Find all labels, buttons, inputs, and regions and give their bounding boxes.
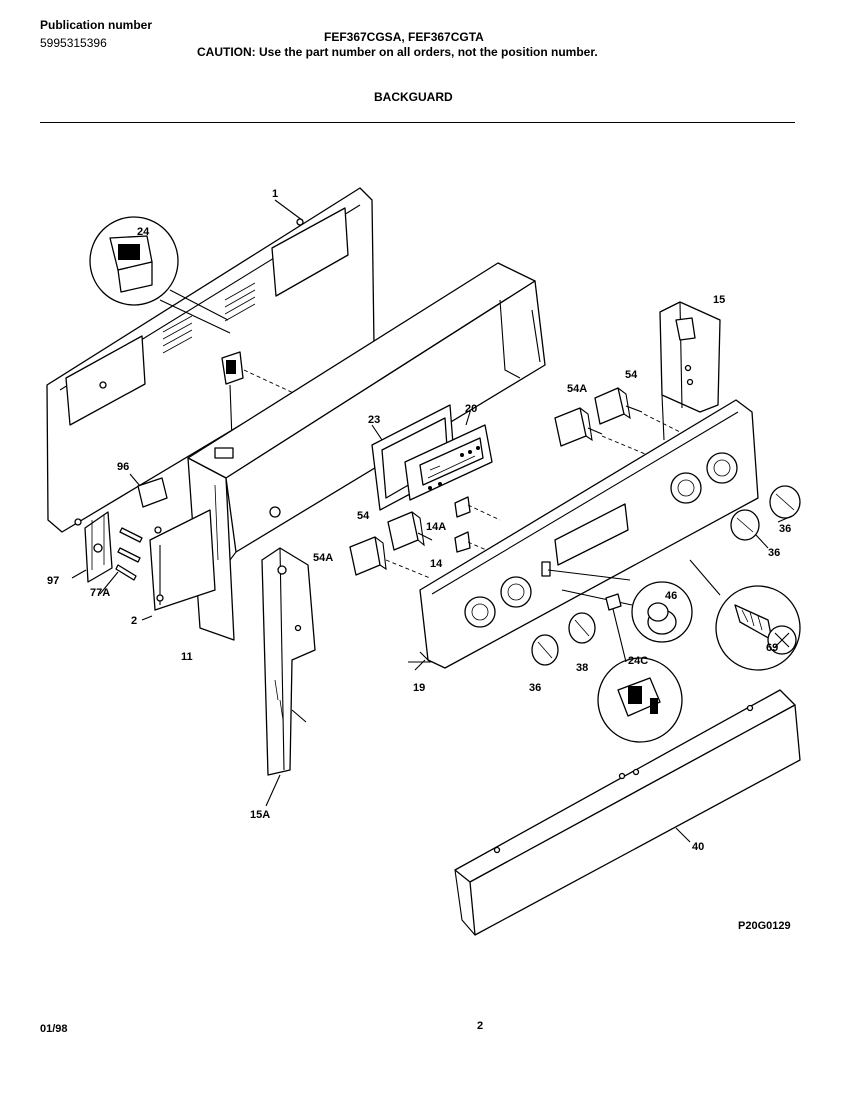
model-numbers: FEF367CGSA, FEF367CGTA bbox=[324, 30, 484, 44]
trim-part-40 bbox=[454, 689, 801, 936]
terminal-block-part-97 bbox=[71, 511, 113, 583]
switch-detail-part-24 bbox=[89, 216, 231, 334]
callout-54a-left: 54A bbox=[313, 552, 333, 564]
callout-24: 24 bbox=[137, 226, 150, 238]
callout-14: 14 bbox=[430, 558, 443, 570]
knob-part-36-upper bbox=[769, 485, 801, 523]
callout-2: 2 bbox=[131, 615, 137, 627]
console-housing-part-11 bbox=[187, 262, 546, 641]
switch-detail-part-24c bbox=[597, 593, 683, 743]
end-bracket-part-15 bbox=[659, 301, 721, 441]
callout-97: 97 bbox=[47, 575, 59, 587]
switch-part-54a-right bbox=[554, 407, 651, 457]
callout-69: 69 bbox=[766, 642, 778, 654]
knob-part-38 bbox=[568, 612, 596, 644]
drawing-id: P20G0129 bbox=[738, 920, 791, 932]
clip-part-14a bbox=[454, 496, 501, 521]
callout-36-lower: 36 bbox=[529, 682, 541, 694]
callout-96: 96 bbox=[117, 461, 129, 473]
page-number: 2 bbox=[477, 1020, 483, 1032]
callout-36-middle: 36 bbox=[768, 547, 780, 559]
callout-23: 23 bbox=[368, 414, 380, 426]
callout-77a: 77A bbox=[90, 587, 110, 599]
section-title: BACKGUARD bbox=[374, 90, 453, 104]
callout-14a: 14A bbox=[426, 521, 446, 533]
control-board-part-20 bbox=[404, 411, 493, 501]
control-panel-part-19 bbox=[408, 399, 759, 671]
callout-1: 1 bbox=[272, 188, 278, 200]
callout-15a: 15A bbox=[250, 809, 270, 821]
callout-19: 19 bbox=[413, 682, 425, 694]
header-divider bbox=[40, 122, 795, 123]
callout-54-right: 54 bbox=[625, 369, 638, 381]
component-part-96 bbox=[129, 473, 168, 508]
revision-date: 01/98 bbox=[40, 1023, 68, 1035]
callout-15: 15 bbox=[713, 294, 725, 306]
callout-11: 11 bbox=[181, 651, 193, 663]
knob-part-36-middle bbox=[730, 509, 769, 549]
publication-label: Publication number bbox=[40, 18, 153, 32]
knob-part-36-lower bbox=[531, 634, 559, 666]
screws-part-77a bbox=[99, 527, 143, 595]
callout-24c: 24C bbox=[628, 655, 648, 667]
publication-number: 5995315396 bbox=[40, 36, 107, 50]
callout-36-upper: 36 bbox=[779, 523, 791, 535]
callout-54a-right: 54A bbox=[567, 383, 587, 395]
screw-detail-part-69 bbox=[689, 559, 801, 671]
callout-46: 46 bbox=[665, 590, 677, 602]
switch-part-54-right bbox=[594, 387, 681, 433]
callout-38: 38 bbox=[576, 662, 588, 674]
callout-40: 40 bbox=[692, 841, 704, 853]
callout-54-left: 54 bbox=[357, 510, 370, 522]
bracket-part-2 bbox=[141, 509, 216, 621]
button-detail-part-46 bbox=[547, 569, 693, 643]
caution-note: CAUTION: Use the part number on all orde… bbox=[197, 45, 598, 59]
switch-part-54-left bbox=[387, 511, 433, 551]
switch-part-54a-left bbox=[349, 536, 431, 579]
end-bracket-part-15a bbox=[261, 547, 316, 776]
callout-20: 20 bbox=[465, 403, 477, 415]
